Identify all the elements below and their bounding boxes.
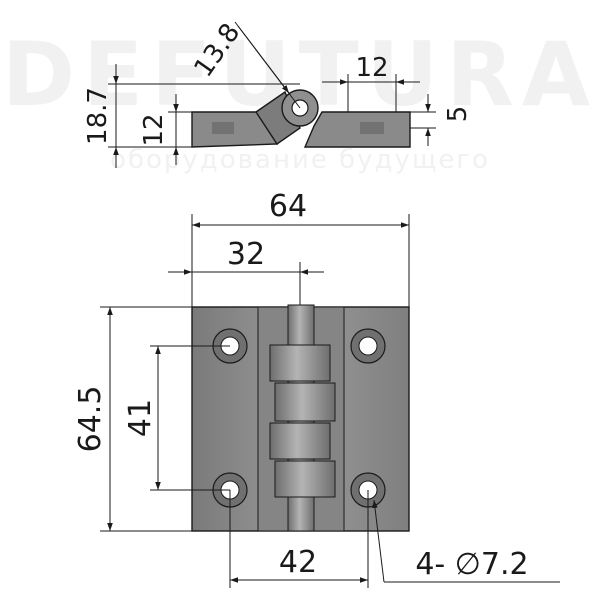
dim-total-height: 18.7 (83, 87, 113, 145)
dim-width: 64 (269, 189, 307, 224)
dim-hole-pitch-vertical: 41 (123, 399, 158, 437)
watermark-tagline: оборудование будущего (110, 145, 490, 175)
side-view: 18.7 12 13.8 12 5 (83, 18, 473, 168)
dim-height: 64.5 (73, 386, 108, 453)
dim-leaf-height: 12 (139, 113, 169, 146)
dim-hole-diameter: 4- ∅7.2 (415, 547, 528, 582)
knuckle-left-2 (269, 422, 331, 460)
dim-leaf-thickness: 5 (443, 106, 473, 123)
dim-hole-pitch-horizontal: 42 (279, 545, 317, 580)
knuckle-left-1 (269, 344, 331, 382)
dim-knuckle-width: 12 (355, 53, 388, 83)
mounting-hole-top-right-bore (358, 336, 378, 356)
front-view: 64 32 64.5 41 42 4- ∅7.2 (73, 189, 560, 588)
knuckle-right-1 (274, 382, 336, 422)
side-countersink-right (360, 122, 384, 134)
side-countersink-left (212, 122, 234, 134)
side-right-leaf (303, 111, 411, 148)
dim-half-width: 32 (227, 237, 265, 272)
knuckle-right-2 (274, 460, 336, 498)
